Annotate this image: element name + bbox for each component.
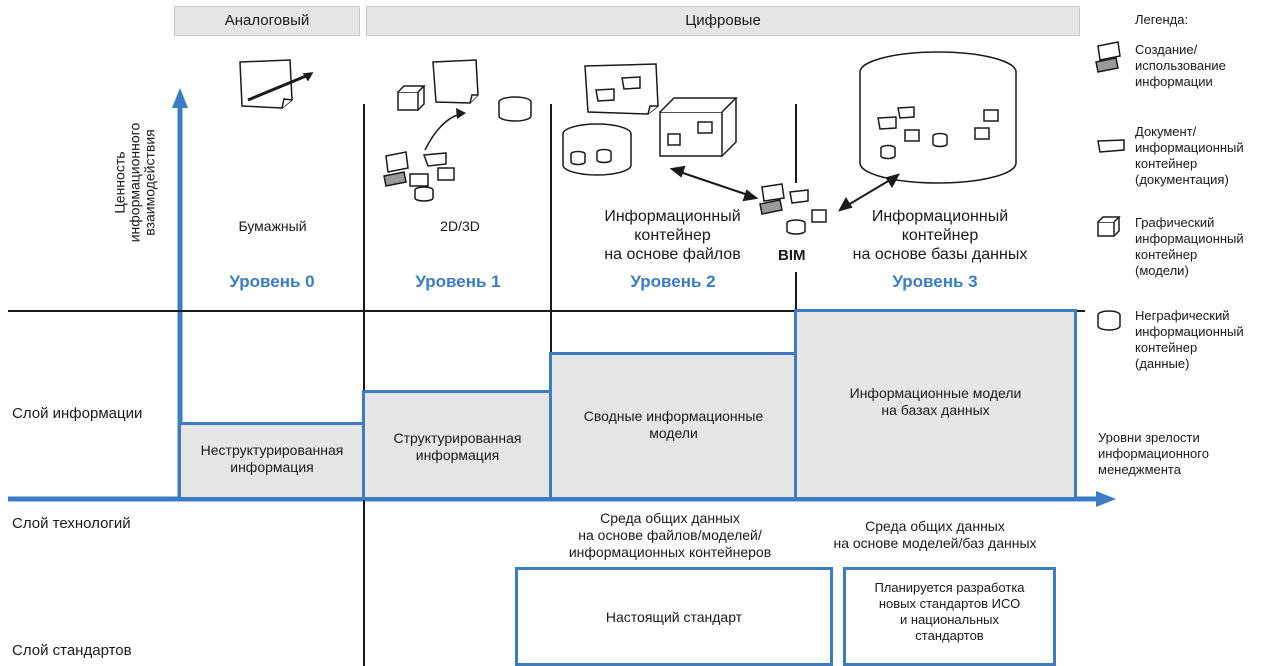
level2-database-icon	[562, 123, 632, 176]
legend-document-line4: (документация)	[1135, 172, 1229, 187]
arrow-files-to-bim	[679, 171, 749, 196]
tech-db: Среда общих данных на основе моделей/баз…	[815, 518, 1055, 552]
graphic-cube-icon	[1097, 216, 1121, 237]
level-label-2: Уровень 2	[630, 272, 716, 291]
step-text-1-line1: Структурированная	[393, 430, 522, 446]
step-text-2-line1: Сводные информационные	[583, 408, 764, 424]
step-text-2: Сводные информационные модели	[551, 408, 796, 442]
step-level-2	[549, 352, 798, 500]
legend-database-line1: Неграфический	[1135, 308, 1230, 323]
legend-database-line2: информационный	[1135, 324, 1244, 339]
header-digital: Цифровые	[366, 6, 1080, 36]
tech-files-line1: Среда общих данных	[600, 510, 740, 526]
bim-label: BIM	[778, 247, 806, 264]
tech-files: Среда общих данных на основе файлов/моде…	[545, 510, 795, 561]
x-axis-label-line1: Уровни зрелости	[1098, 430, 1200, 445]
legend-item-database: Неграфический информационный контейнер (…	[1135, 308, 1244, 372]
legend-item-create: Создание/ использование информации	[1135, 42, 1226, 90]
bim-cluster-icon	[759, 183, 827, 235]
legend-create-line2: использование	[1135, 58, 1226, 73]
x-axis-label-line3: менеджмента	[1098, 462, 1181, 477]
step-level-3	[794, 309, 1077, 500]
column-title-2-line2: контейнер	[634, 227, 711, 244]
standard-planned-text: Планируется разработка новых стандартов …	[843, 580, 1056, 644]
legend-item-graphic: Графический информационный контейнер (мо…	[1135, 215, 1244, 279]
y-axis-arrow	[172, 88, 188, 108]
legend-create-line3: информации	[1135, 74, 1213, 89]
level2-document-icon	[584, 63, 659, 115]
tech-files-line3: информационных контейнеров	[568, 544, 772, 560]
column-title-1: 2D/3D	[440, 218, 480, 234]
tech-files-line2: на основе файлов/моделей/	[578, 527, 762, 543]
x-axis-arrow	[1096, 491, 1116, 507]
standard-planned-line1: Планируется разработка	[874, 580, 1025, 595]
legend-graphic-line1: Графический	[1135, 215, 1215, 230]
legend-document-line2: информационный	[1135, 140, 1244, 155]
create-use-icon	[1095, 41, 1121, 73]
column-title-3-line2: контейнер	[901, 227, 979, 244]
legend-title: Легенда:	[1135, 12, 1189, 27]
level-label-0: Уровень 0	[229, 272, 315, 291]
paper-icon	[239, 59, 314, 109]
legend-database-line3: контейнер	[1135, 340, 1198, 355]
standard-planned-box	[843, 567, 1056, 666]
tech-db-line2: на основе моделей/баз данных	[833, 535, 1037, 551]
legend-graphic-line4: (модели)	[1135, 263, 1189, 278]
standard-current-box	[515, 567, 833, 666]
database-icon	[1097, 310, 1121, 331]
row-label-info: Слой информации	[12, 405, 143, 422]
standard-planned-line3: и национальных	[899, 612, 999, 627]
standard-planned-line4: стандартов	[915, 628, 984, 643]
standard-planned-line2: новых стандартов ИСО	[878, 596, 1021, 611]
step-text-1-line2: информация	[415, 447, 500, 463]
level1-database-icon	[498, 96, 532, 122]
level1-cube-icon	[397, 85, 426, 111]
legend-item-document: Документ/ информационный контейнер (доку…	[1135, 124, 1244, 188]
legend-create-line1: Создание/	[1135, 42, 1198, 57]
row-label-standards: Слой стандартов	[12, 642, 132, 659]
column-title-2: Информационный контейнер на основе файло…	[560, 207, 785, 264]
legend-document-line1: Документ/	[1135, 124, 1197, 139]
row-label-tech: Слой технологий	[12, 515, 131, 532]
level-label-3: Уровень 3	[892, 272, 978, 291]
column-title-3-line1: Информационный	[871, 208, 1009, 225]
document-icon	[1097, 139, 1125, 153]
level2-cube-icon	[659, 97, 738, 157]
arrow-bim-to-db	[847, 179, 891, 206]
header-analog: Аналоговый	[174, 6, 360, 36]
step-text-3: Информационные модели на базах данных	[796, 385, 1075, 419]
legend-database-line4: (данные)	[1135, 356, 1190, 371]
step-text-0: Неструктурированная информация	[180, 442, 364, 476]
level1-create-icon	[383, 151, 409, 187]
column-title-3-line3: на основе базы данных	[852, 246, 1028, 263]
step-text-3-line2: на базах данных	[881, 402, 990, 418]
legend-document-line3: контейнер	[1135, 156, 1198, 171]
column-title-2-line3: на основе файлов	[604, 246, 741, 263]
column-title-2-line1: Информационный	[604, 208, 741, 225]
step-text-3-line1: Информационные модели	[849, 385, 1022, 401]
standard-current-text: Настоящий стандарт	[605, 609, 743, 625]
step-text-0-line2: информация	[230, 459, 314, 475]
step-text-0-line1: Неструктурированная	[200, 442, 344, 458]
level-label-1: Уровень 1	[415, 272, 501, 291]
tech-db-line1: Среда общих данных	[865, 518, 1005, 534]
x-axis-label-line2: информационного	[1098, 446, 1209, 461]
column-title-3: Информационный контейнер на основе базы …	[820, 207, 1060, 264]
legend-graphic-line3: контейнер	[1135, 247, 1198, 262]
legend-graphic-line2: информационный	[1135, 231, 1244, 246]
x-axis-label: Уровни зрелости информационного менеджме…	[1098, 430, 1209, 478]
step-text-2-line2: модели	[649, 425, 698, 441]
level1-document-icon	[432, 59, 479, 104]
column-title-0: Бумажный	[238, 218, 307, 234]
level3-database-icon	[859, 51, 1017, 184]
step-text-1: Структурированная информация	[364, 430, 551, 464]
